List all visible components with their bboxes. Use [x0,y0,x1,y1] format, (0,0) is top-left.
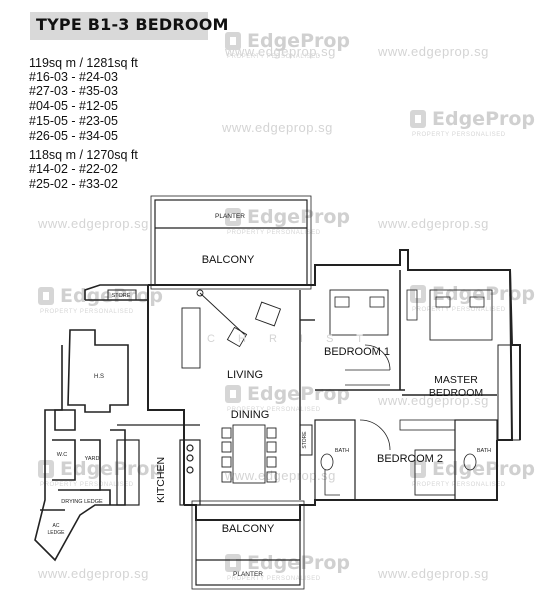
edgeprop-logo-icon [410,460,426,478]
label-wc: W.C [57,452,67,458]
watermark-url: www.edgeprop.sg [378,44,489,59]
label-bedroom-2: BEDROOM 2 [377,453,443,465]
service-wing-walls [34,284,148,562]
bath-left-outline [314,419,356,501]
watermark-url: www.edgeprop.sg [378,216,489,231]
bottom-balcony-outline [191,500,305,590]
label-bath-left: BATH [335,448,349,454]
unit-range: #27-03 - #35-03 [29,84,118,98]
watermark-url: www.edgeprop.sg [225,44,336,59]
kitchen-counter [116,424,201,506]
label-store-mid: STORE [302,431,308,449]
watermark-logo: EdgeProp PROPERTY PERSONALISED [225,383,351,413]
label-bedroom-1: BEDROOM 1 [324,346,390,358]
edgeprop-logo-icon [225,385,241,403]
label-balcony-top: BALCONY [202,254,255,266]
label-master-2: BEDROOM [429,387,483,399]
master-bedroom-outline [402,289,521,441]
unit-area: 119sq m / 1281sq ft [29,56,138,70]
watermark-url: www.edgeprop.sg [378,393,489,408]
store-top-outline [107,289,137,301]
edgeprop-logo-icon [410,110,426,128]
edgeprop-logo-icon [225,554,241,572]
edgeprop-logo-icon [225,32,241,50]
edgeprop-logo-icon [225,208,241,226]
bedroom-1-outline [315,270,405,391]
label-bath-right: BATH [477,448,491,454]
unit-range: #26-05 - #34-05 [29,129,118,143]
watermark-url: www.edgeprop.sg [225,468,336,483]
watermark-logo: EdgeProp PROPERTY PERSONALISED [38,458,164,488]
label-planter-top: PLANTER [215,213,245,220]
bedroom-2-outline [359,419,456,496]
top-balcony-outline [150,195,312,290]
unit-range: #14-02 - #22-02 [29,162,118,176]
watermark-url: www.edgeprop.sg [378,566,489,581]
watermark-logo: EdgeProp PROPERTY PERSONALISED [225,552,351,582]
edgeprop-logo-icon [38,287,54,305]
living-furniture [181,289,282,369]
label-master-1: MASTER [434,374,478,386]
watermark-url: www.edgeprop.sg [38,566,149,581]
label-drying-ledge: DRYING LEDGE [61,499,103,505]
bath-right-outline [454,419,498,501]
watermark-logo: EdgeProp PROPERTY PERSONALISED [225,30,351,60]
title-banner [30,12,208,40]
watermark-url: www.edgeprop.sg [38,216,149,231]
watermark-logo: EdgeProp PROPERTY PERSONALISED [410,458,536,488]
label-hs: H.S [94,374,104,380]
label-balcony-bottom: BALCONY [222,523,275,535]
watermark-logo: EdgeProp PROPERTY PERSONALISED [410,108,536,138]
dining-table [221,424,277,484]
watermark-logo: EdgeProp PROPERTY PERSONALISED [225,206,351,236]
label-planter-bottom: PLANTER [233,571,263,578]
unit-range: #15-05 - #23-05 [29,114,118,128]
label-kitchen: KITCHEN [155,457,167,503]
unit-area: 118sq m / 1270sq ft [29,148,138,162]
watermark-url: www.edgeprop.sg [222,120,333,135]
label-store-top: STORE [112,293,131,299]
edgeprop-logo-icon [38,460,54,478]
unit-range: #16-03 - #24-03 [29,70,118,84]
unit-range: #25-02 - #33-02 [29,177,118,191]
label-yard: YARD [85,456,100,462]
label-ac-ledge-1: AC [53,523,60,529]
label-living: LIVING [227,369,263,381]
edgeprop-logo-icon [410,285,426,303]
store-mid-outline [299,424,313,456]
watermark-faint-text: C H R I S T [207,333,373,345]
plan-title: TYPE B1-3 BEDROOM [36,15,229,34]
label-dining: DINING [231,409,270,421]
label-ac-ledge-2: LEDGE [48,530,66,536]
unit-range: #04-05 - #12-05 [29,99,118,113]
